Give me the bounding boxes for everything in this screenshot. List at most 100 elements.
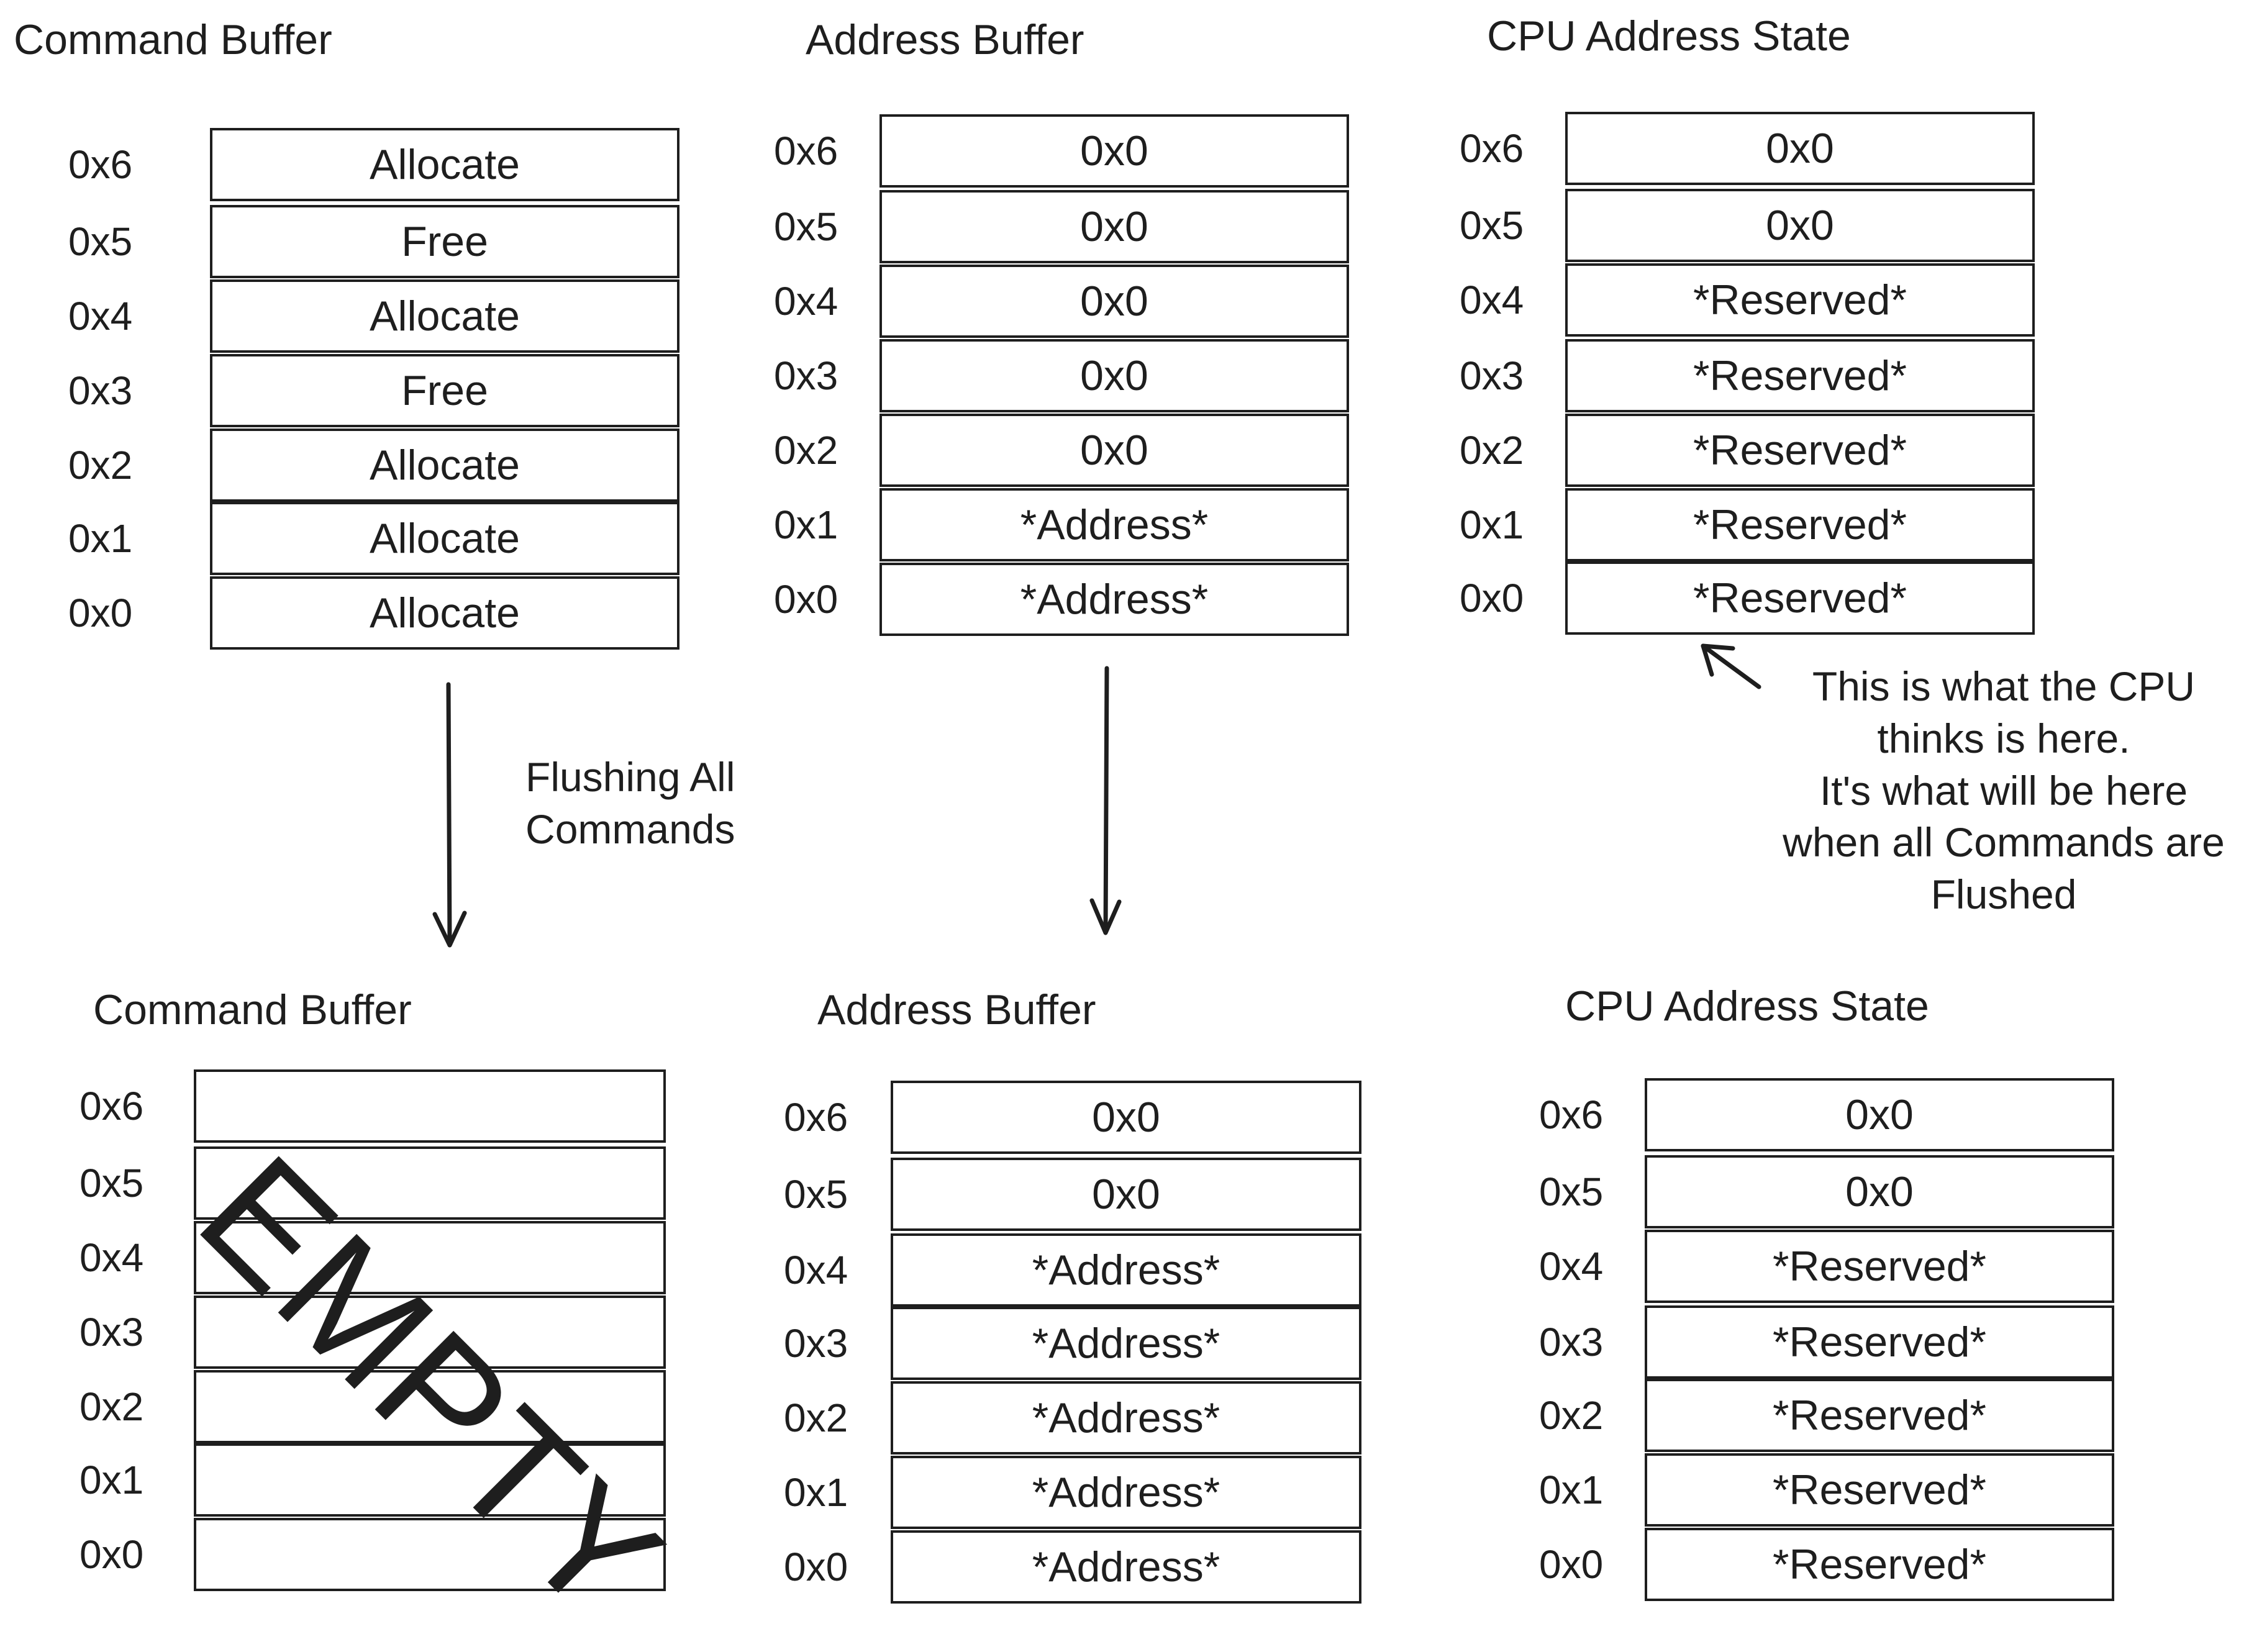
top-address-buffer-cell-0x4: 0x0 <box>879 265 1349 338</box>
top-address-buffer-cell-0x0: *Address* <box>879 563 1349 636</box>
bottom-address-buffer-index-0x4: 0x4 <box>784 1248 848 1292</box>
bottom-command-buffer-cell-0x6 <box>194 1069 666 1143</box>
cpu-note-line-1: This is what the CPU <box>1812 663 2196 709</box>
top-cpu-state-cell-0x4: *Reserved* <box>1565 263 2035 337</box>
bottom-cpu-state-cell-0x0: *Reserved* <box>1645 1528 2114 1601</box>
top-command-buffer-index-0x0: 0x0 <box>68 591 133 635</box>
top-command-buffer-cell-0x1: Allocate <box>210 502 679 575</box>
bottom-address-buffer-cell-0x3: *Address* <box>891 1307 1361 1380</box>
bottom-cpu-state-cell-0x5: 0x0 <box>1645 1155 2114 1228</box>
bottom-cpu-state-cell-0x4: *Reserved* <box>1645 1230 2114 1303</box>
bottom-cpu-state-index-0x4: 0x4 <box>1539 1244 1604 1289</box>
bottom-command-buffer-cell-0x3 <box>194 1296 666 1369</box>
cpu-note-line-2: thinks is here. <box>1877 715 2130 761</box>
bottom-address-buffer-index-0x6: 0x6 <box>784 1095 848 1140</box>
cpu-note-line-4: when all Commands are <box>1783 819 2225 866</box>
bottom-address-buffer-title: Address Buffer <box>817 986 1096 1033</box>
top-address-buffer-index-0x5: 0x5 <box>774 204 838 249</box>
note-pointer-arrow <box>1701 643 1761 689</box>
bottom-command-buffer-cell-0x2 <box>194 1370 666 1443</box>
top-command-buffer-cell-0x2: Allocate <box>210 429 679 502</box>
top-command-buffer-cell-0x5: Free <box>210 205 679 278</box>
flush-label-line-2: Commands <box>525 806 735 852</box>
bottom-command-buffer-index-0x1: 0x1 <box>80 1458 144 1502</box>
bottom-command-buffer-cell-0x4 <box>194 1221 666 1294</box>
top-address-buffer-index-0x3: 0x3 <box>774 353 838 398</box>
bottom-address-buffer-cell-0x4: *Address* <box>891 1233 1361 1307</box>
bottom-address-buffer-cell-0x0: *Address* <box>891 1530 1361 1604</box>
top-command-buffer-index-0x1: 0x1 <box>68 516 133 561</box>
bottom-cpu-state-cell-0x3: *Reserved* <box>1645 1305 2114 1379</box>
bottom-cpu-state-index-0x5: 0x5 <box>1539 1169 1604 1214</box>
top-address-buffer-index-0x1: 0x1 <box>774 502 838 547</box>
bottom-command-buffer-index-0x2: 0x2 <box>80 1384 144 1429</box>
top-cpu-state-index-0x2: 0x2 <box>1460 428 1524 473</box>
top-address-buffer-index-0x0: 0x0 <box>774 577 838 622</box>
top-cpu-state-index-0x4: 0x4 <box>1460 278 1524 322</box>
top-address-buffer-index-0x2: 0x2 <box>774 428 838 473</box>
bottom-cpu-state-index-0x6: 0x6 <box>1539 1092 1604 1137</box>
top-address-buffer-title: Address Buffer <box>806 16 1084 63</box>
top-cpu-state-cell-0x1: *Reserved* <box>1565 488 2035 561</box>
top-address-buffer-cell-0x6: 0x0 <box>879 114 1349 188</box>
bottom-address-buffer-cell-0x5: 0x0 <box>891 1158 1361 1231</box>
bottom-cpu-state-cell-0x1: *Reserved* <box>1645 1453 2114 1527</box>
bottom-cpu-state-cell-0x2: *Reserved* <box>1645 1379 2114 1452</box>
bottom-cpu-state-title: CPU Address State <box>1565 983 1929 1030</box>
arrows-layer <box>432 643 1761 948</box>
top-address-buffer-cell-0x5: 0x0 <box>879 190 1349 263</box>
top-command-buffer-index-0x6: 0x6 <box>68 142 133 187</box>
top-cpu-state-index-0x5: 0x5 <box>1460 203 1524 248</box>
top-address-buffer-cell-0x3: 0x0 <box>879 339 1349 412</box>
top-address-buffer-index-0x6: 0x6 <box>774 129 838 173</box>
bottom-address-buffer-index-0x5: 0x5 <box>784 1172 848 1217</box>
flush-label: Flushing All Commands <box>525 751 735 856</box>
top-command-buffer-cell-0x3: Free <box>210 354 679 427</box>
bottom-cpu-state-index-0x1: 0x1 <box>1539 1468 1604 1512</box>
top-address-buffer-cell-0x1: *Address* <box>879 488 1349 561</box>
cpu-note-line-5: Flushed <box>1930 871 2077 918</box>
top-address-buffer-index-0x4: 0x4 <box>774 279 838 324</box>
top-command-buffer-cell-0x6: Allocate <box>210 128 679 201</box>
cpu-note: This is what the CPU thinks is here. It'… <box>1755 661 2252 921</box>
top-command-buffer-cell-0x0: Allocate <box>210 576 679 650</box>
bottom-cpu-state-cell-0x6: 0x0 <box>1645 1078 2114 1151</box>
bottom-command-buffer-index-0x0: 0x0 <box>80 1532 144 1577</box>
top-command-buffer-cell-0x4: Allocate <box>210 279 679 353</box>
flush-arrow-middle <box>1089 666 1122 935</box>
bottom-command-buffer-index-0x6: 0x6 <box>80 1084 144 1128</box>
top-command-buffer-index-0x3: 0x3 <box>68 368 133 413</box>
top-command-buffer-index-0x2: 0x2 <box>68 443 133 488</box>
bottom-cpu-state-index-0x2: 0x2 <box>1539 1393 1604 1438</box>
bottom-command-buffer-index-0x4: 0x4 <box>80 1235 144 1280</box>
bottom-address-buffer-index-0x2: 0x2 <box>784 1396 848 1440</box>
top-cpu-state-cell-0x6: 0x0 <box>1565 112 2035 185</box>
top-cpu-state-index-0x3: 0x3 <box>1460 353 1524 398</box>
top-cpu-state-index-0x0: 0x0 <box>1460 576 1524 620</box>
cpu-note-line-3: It's what will be here <box>1819 767 2188 814</box>
bottom-address-buffer-cell-0x1: *Address* <box>891 1456 1361 1529</box>
top-cpu-state-index-0x1: 0x1 <box>1460 502 1524 547</box>
top-cpu-state-cell-0x3: *Reserved* <box>1565 339 2035 412</box>
bottom-cpu-state-index-0x0: 0x0 <box>1539 1542 1604 1587</box>
top-cpu-state-cell-0x0: *Reserved* <box>1565 561 2035 635</box>
bottom-command-buffer-cell-0x1 <box>194 1443 666 1517</box>
bottom-command-buffer-index-0x5: 0x5 <box>80 1161 144 1205</box>
bottom-cpu-state-index-0x3: 0x3 <box>1539 1320 1604 1364</box>
bottom-address-buffer-index-0x1: 0x1 <box>784 1470 848 1515</box>
top-cpu-state-title: CPU Address State <box>1487 12 1851 60</box>
bottom-command-buffer-cell-0x5 <box>194 1146 666 1220</box>
top-command-buffer-title: Command Buffer <box>14 16 332 63</box>
bottom-command-buffer-cell-0x0 <box>194 1518 666 1591</box>
bottom-address-buffer-index-0x3: 0x3 <box>784 1321 848 1366</box>
bottom-command-buffer-index-0x3: 0x3 <box>80 1310 144 1355</box>
top-cpu-state-cell-0x2: *Reserved* <box>1565 414 2035 487</box>
bottom-address-buffer-cell-0x6: 0x0 <box>891 1081 1361 1154</box>
bottom-address-buffer-index-0x0: 0x0 <box>784 1545 848 1589</box>
bottom-address-buffer-cell-0x2: *Address* <box>891 1381 1361 1455</box>
top-address-buffer-cell-0x2: 0x0 <box>879 414 1349 487</box>
bottom-command-buffer-title: Command Buffer <box>93 986 412 1033</box>
flush-label-line-1: Flushing All <box>525 754 735 800</box>
top-command-buffer-index-0x5: 0x5 <box>68 219 133 264</box>
top-command-buffer-index-0x4: 0x4 <box>68 294 133 338</box>
